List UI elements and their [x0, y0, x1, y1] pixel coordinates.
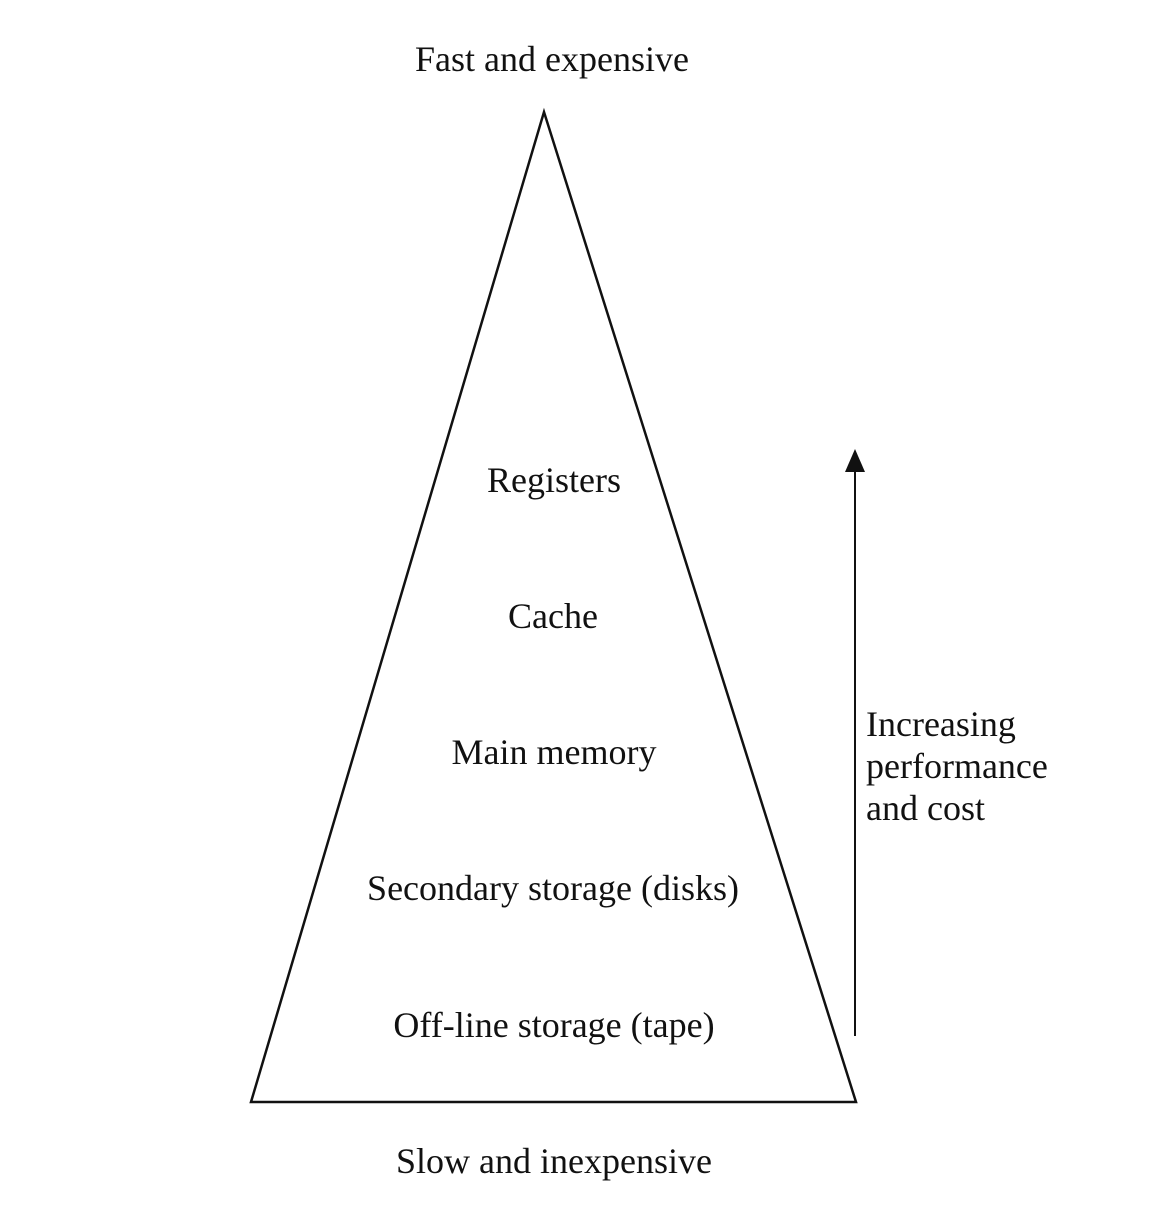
arrow-head-icon: [845, 449, 865, 472]
level-offline-storage: Off-line storage (tape): [393, 1005, 715, 1045]
level-cache: Cache: [508, 596, 598, 636]
bottom-caption: Slow and inexpensive: [396, 1141, 712, 1181]
level-main-memory: Main memory: [451, 732, 657, 772]
pyramid-triangle: [249, 107, 858, 1104]
level-registers: Registers: [487, 460, 621, 500]
arrow-label-line-1: Increasing: [866, 704, 1016, 744]
top-caption: Fast and expensive: [415, 39, 689, 79]
level-secondary-storage: Secondary storage (disks): [367, 868, 739, 908]
arrow-label-line-2: performance: [866, 746, 1048, 786]
arrow-label-line-3: and cost: [866, 788, 985, 828]
arrow-label: Increasing performance and cost: [866, 703, 1048, 829]
